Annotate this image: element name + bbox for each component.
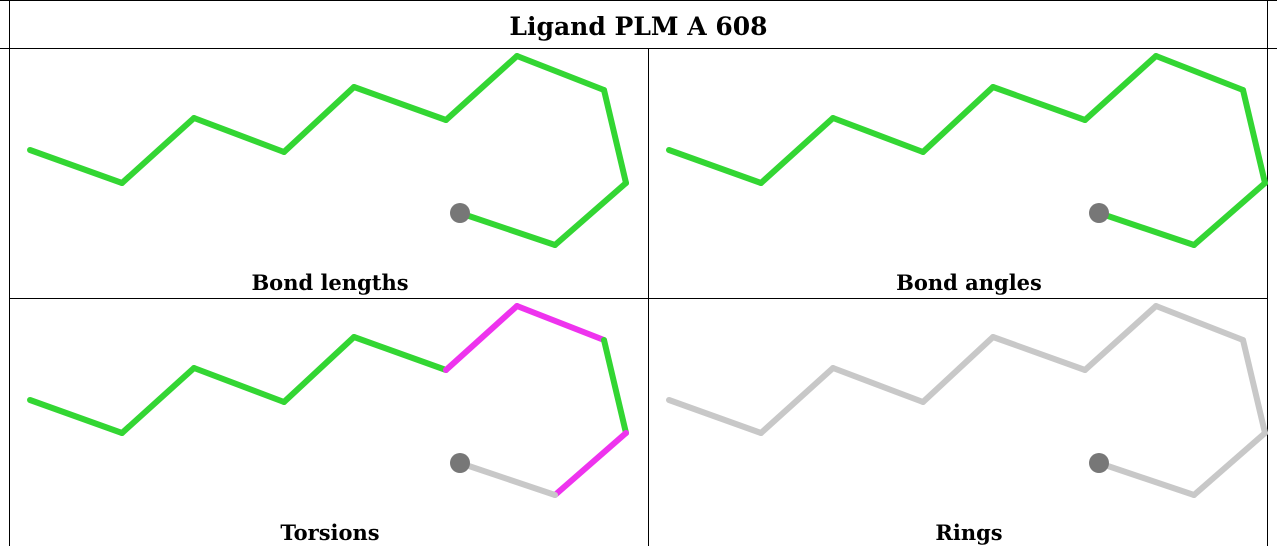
bond (1096, 210, 1197, 248)
panel-caption: Rings (935, 520, 1003, 545)
bond (1240, 87, 1268, 186)
bond (601, 337, 629, 436)
bond (1082, 53, 1159, 123)
header-rule (0, 48, 1277, 49)
bond (830, 115, 926, 155)
panel-rings: Rings (651, 300, 1277, 548)
terminal-atom (1089, 203, 1109, 223)
ligand-title: Ligand PLM A 608 (509, 12, 768, 41)
terminal-atom (450, 203, 470, 223)
bond (457, 460, 558, 498)
ligand-structure-bond-angles (666, 53, 1268, 248)
bond (119, 365, 197, 436)
bond (281, 84, 357, 155)
bond (514, 53, 607, 93)
bond (514, 303, 607, 343)
bond (351, 84, 449, 123)
bond (830, 365, 926, 405)
bond (920, 84, 996, 155)
row-divider (9, 298, 1268, 299)
bond (27, 397, 125, 436)
table-top-rule (0, 0, 1277, 1)
bond (443, 303, 520, 373)
bond (1096, 460, 1197, 498)
bond (666, 147, 764, 186)
terminal-atom (1089, 453, 1109, 473)
bond (351, 334, 449, 373)
bond (601, 87, 629, 186)
bond (552, 180, 629, 248)
bond (27, 147, 125, 186)
panel-caption: Bond lengths (251, 270, 409, 295)
bond (119, 115, 197, 186)
bond (990, 84, 1088, 123)
column-divider (648, 48, 649, 546)
bond (920, 334, 996, 405)
bond (443, 53, 520, 123)
ligand-structure-bond-lengths (27, 53, 629, 248)
panel-bond-angles: Bond angles (651, 50, 1277, 298)
bond (191, 365, 287, 405)
bond (758, 115, 836, 186)
bond (1191, 180, 1268, 248)
bond (191, 115, 287, 155)
bond (1153, 303, 1246, 343)
panel-caption: Bond angles (896, 270, 1042, 295)
bond (666, 397, 764, 436)
bond (457, 210, 558, 248)
table-right-rule (1267, 0, 1268, 546)
bond (758, 365, 836, 436)
panel-caption: Torsions (280, 520, 380, 545)
terminal-atom (450, 453, 470, 473)
bond (1240, 337, 1268, 436)
ligand-structure-torsions (27, 303, 629, 498)
bond (990, 334, 1088, 373)
bond (281, 334, 357, 405)
panel-bond-lengths: Bond lengths (12, 50, 648, 298)
bond (1191, 430, 1268, 498)
bond (1082, 303, 1159, 373)
table-left-rule (9, 0, 10, 546)
panel-torsions: Torsions (12, 300, 648, 548)
bond (1153, 53, 1246, 93)
ligand-structure-rings (666, 303, 1268, 498)
bond (552, 430, 629, 498)
